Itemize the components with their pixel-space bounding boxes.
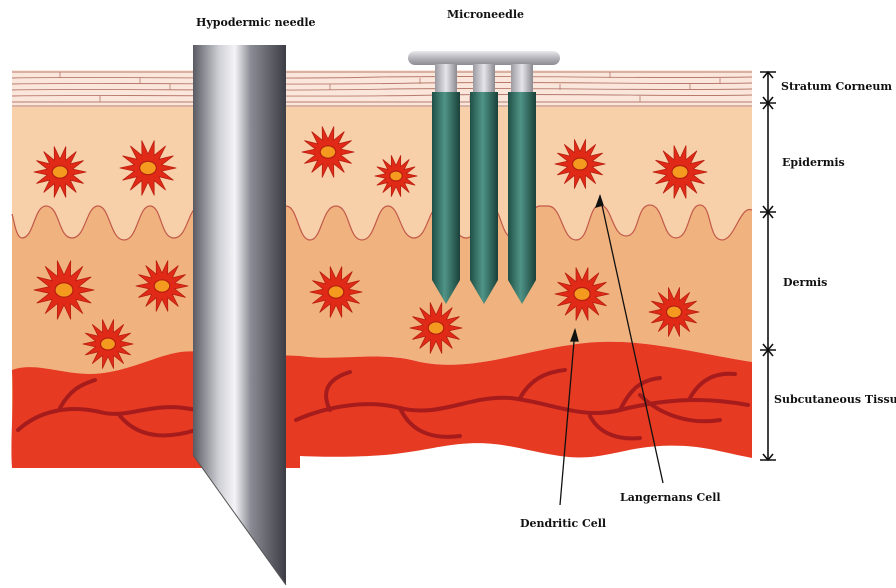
- dermis-label: Dermis: [783, 276, 827, 289]
- stratum-corneum-label: Stratum Corneum: [781, 80, 892, 93]
- subcutaneous-tissue-label: Subcutaneous Tissue: [774, 393, 896, 406]
- subcutaneous-bottom-left: [12, 438, 200, 468]
- hypodermic-needle-icon: [193, 45, 286, 585]
- skin-section: [11, 70, 752, 468]
- epidermis-label: Epidermis: [782, 156, 845, 169]
- langerhans-cell-label: Langernans Cell: [620, 491, 721, 504]
- microneedle-label: Microneedle: [447, 8, 524, 21]
- hypodermic-needle-label: Hypodermic needle: [196, 16, 316, 29]
- stratum-corneum-layer: [12, 70, 752, 107]
- dendritic-cell-label: Dendritic Cell: [520, 517, 606, 530]
